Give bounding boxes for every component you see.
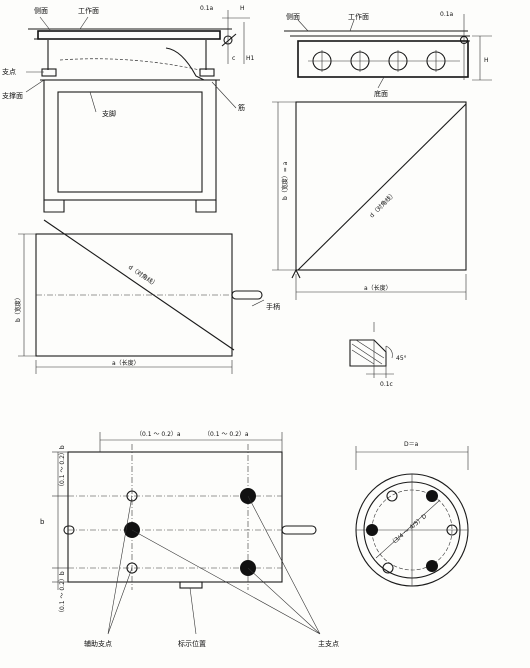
label-offset-side-top: （0.1 ～ 0.2）b — [59, 445, 66, 490]
label-chamfer: 0.1c — [380, 381, 393, 388]
label-aux-support: 辅助支点 — [84, 639, 112, 648]
label-diagonal-left: d（对角线） — [127, 263, 160, 289]
aux-support-2 — [126, 562, 138, 574]
label-tol-top-right: 0.1a — [440, 11, 454, 18]
support-layout — [52, 432, 321, 635]
label-length-rect: a（长度） — [364, 284, 392, 292]
label-offset-top-1: （0.1 ～ 0.2）a — [136, 431, 181, 438]
aux-support-1 — [126, 490, 138, 502]
label-h-left: H — [240, 5, 245, 12]
label-mark-position: 标示位置 — [178, 639, 206, 648]
label-support-face: 支撑面 — [2, 91, 23, 100]
label-width-rect: b（宽度）= a — [281, 161, 289, 200]
chamfer-detail — [349, 322, 394, 378]
label-support-point: 支点 — [2, 67, 16, 76]
label-side-face: 侧面 — [34, 6, 48, 15]
label-diagonal-rect: d（对角线） — [368, 190, 398, 220]
label-h1-left: H1 — [246, 55, 255, 62]
label-work-face-r: 工作面 — [348, 12, 369, 21]
side-view — [284, 14, 492, 89]
label-b-symbol: b — [40, 518, 45, 526]
label-h-right: H — [484, 57, 489, 64]
label-width-left: b（宽度） — [14, 294, 22, 322]
label-bottom-face: 底面 — [374, 89, 388, 98]
square-plate-view — [272, 101, 467, 300]
plate-top — [37, 30, 221, 40]
label-offset-side-bottom: （0.1 ～ 0.2）b — [59, 571, 66, 616]
label-c-left: c — [232, 55, 235, 62]
label-diameter: D＝a — [404, 441, 419, 448]
label-rib: 筋 — [238, 103, 245, 112]
label-tol-top-left: 0.1a — [200, 5, 214, 12]
label-work-face: 工作面 — [78, 6, 99, 15]
label-offset-top-2: （0.1 ～ 0.2）a — [204, 431, 249, 438]
handle-shape — [231, 290, 263, 300]
label-support-foot: 支脚 — [102, 109, 116, 118]
front-view — [25, 10, 250, 213]
label-main-support: 主支点 — [318, 639, 339, 648]
rect-plate-view — [18, 219, 265, 374]
label-side-face-r: 侧面 — [286, 12, 300, 21]
label-angle: 45° — [396, 355, 407, 362]
label-handle: 手柄 — [266, 302, 280, 311]
circular-plate — [355, 446, 469, 587]
label-length-left: a（长度） — [112, 359, 140, 367]
